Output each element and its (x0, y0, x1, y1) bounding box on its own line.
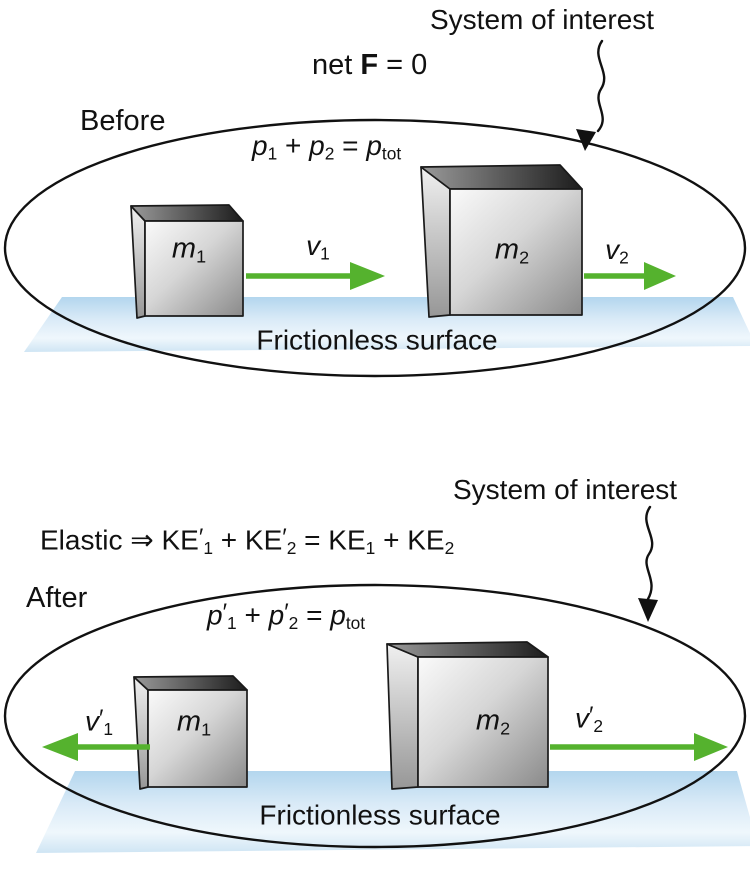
mass1-cube-after (133, 675, 248, 790)
system-boundary-ellipse-after (3, 583, 747, 849)
velocity2-arrow-after (550, 733, 728, 761)
mass1-label-after: m1 (176, 705, 212, 740)
system-label-after: System of interest (453, 474, 678, 505)
net-force-equation: net F = 0 (312, 49, 428, 81)
mass2-label-before: m2 (494, 233, 530, 268)
mass1-label-before: m1 (171, 232, 207, 267)
velocity1-arrow-after (42, 733, 150, 761)
before-label: Before (80, 105, 166, 137)
mass2-cube-after (386, 641, 549, 790)
mass1-cube-before (130, 204, 244, 319)
velocity2-label-after: v′2 (574, 702, 604, 736)
surface-after (36, 771, 750, 853)
momentum-equation-before: p1 + p2 = ptot (252, 130, 402, 164)
mass2-label-after: m2 (475, 704, 511, 739)
squiggly-arrow-before (576, 39, 606, 151)
mass2-cube-before (420, 164, 583, 318)
momentum-equation-after: p′1 + p′2 = ptot (207, 599, 366, 633)
velocity1-arrow-before (246, 262, 385, 290)
velocity2-label-before: v2 (605, 234, 629, 268)
frictionless-surface-label-before: Frictionless surface (256, 324, 498, 356)
frictionless-surface-label-after: Frictionless surface (259, 799, 501, 831)
velocity2-arrow-before (584, 262, 676, 290)
after-label: After (26, 582, 88, 614)
velocity1-label-after: v′1 (84, 705, 114, 739)
squiggly-arrow-after (638, 505, 658, 622)
elastic-ke-equation: Elastic ⇒ KE′1 + KE′2 = KE1 + KE2 (40, 524, 455, 558)
system-label-before: System of interest (430, 4, 655, 35)
velocity1-label-before: v1 (306, 230, 330, 264)
system-boundary-ellipse-before (3, 118, 747, 378)
